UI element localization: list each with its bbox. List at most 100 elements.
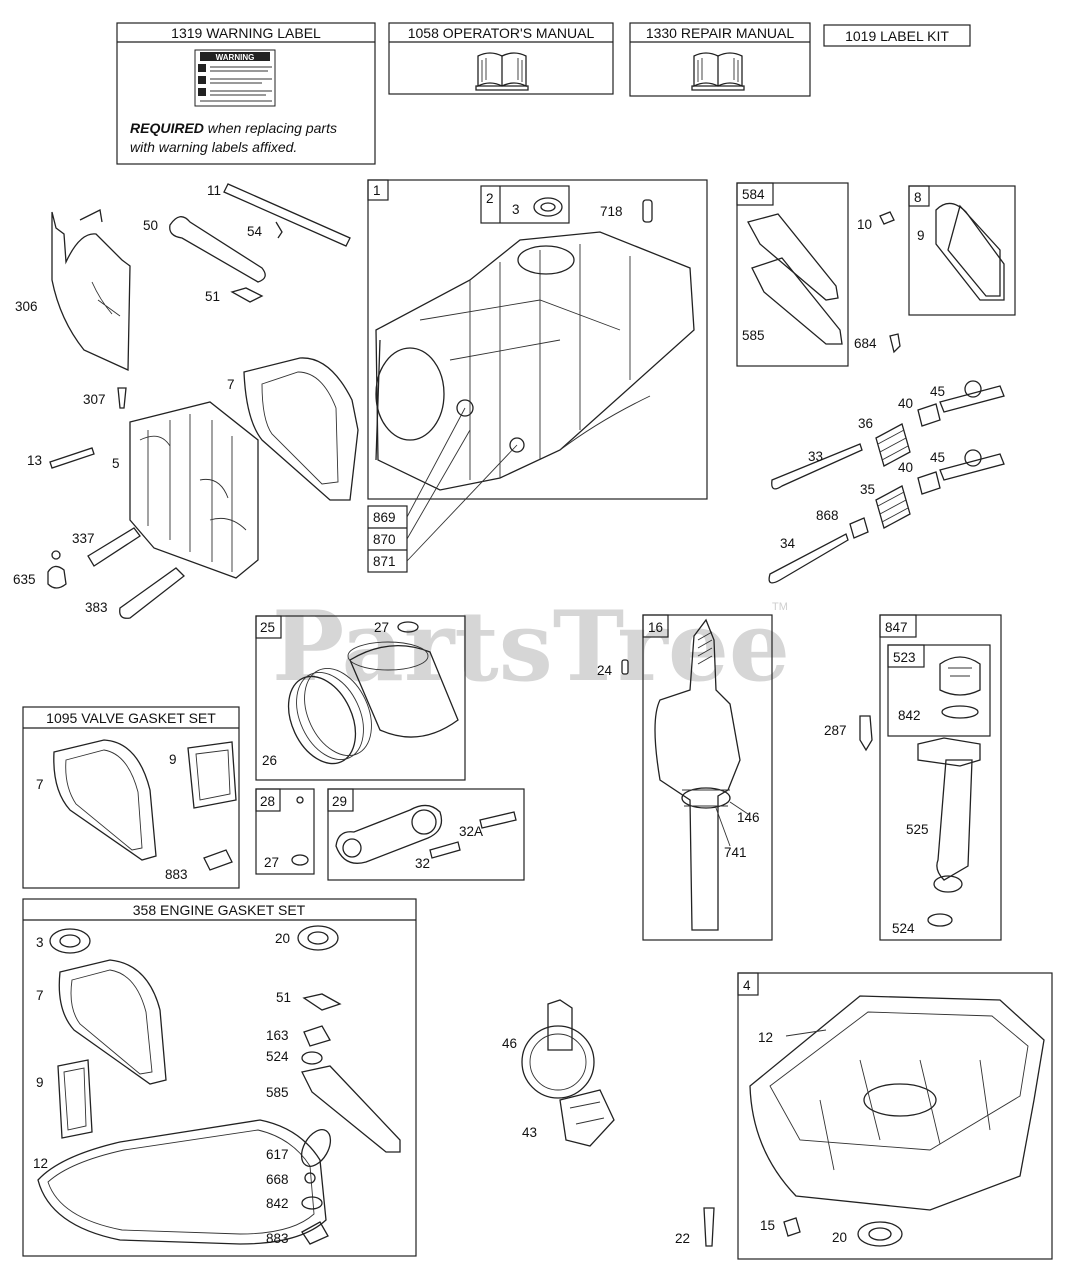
- dipstick-cap-part: [939, 656, 981, 696]
- repair-manual-box[interactable]: 1330 REPAIR MANUAL: [629, 22, 811, 97]
- callout-741: 741: [724, 845, 747, 860]
- callout-36[interactable]: 36: [858, 416, 873, 431]
- seal-868-part: [849, 517, 869, 539]
- callout-146: 146: [737, 810, 760, 825]
- head-gasket-part[interactable]: [243, 357, 359, 501]
- callout-51[interactable]: 51: [205, 289, 220, 304]
- cam-gear-part: [521, 1025, 595, 1099]
- callout-11[interactable]: 11: [207, 183, 221, 198]
- breather-tube-assembly[interactable]: [169, 183, 351, 303]
- callout-383[interactable]: 383: [85, 600, 108, 615]
- callout-287[interactable]: 287: [824, 723, 847, 738]
- callout-13[interactable]: 13: [27, 453, 42, 468]
- key-24-part[interactable]: [621, 659, 629, 675]
- callout-869[interactable]: 869: [373, 510, 396, 525]
- plug-list-box[interactable]: 869 870 871: [367, 505, 408, 573]
- valve-train-parts[interactable]: [768, 380, 1005, 584]
- cylinder-head-part[interactable]: [129, 401, 259, 579]
- callout-54[interactable]: 54: [247, 224, 263, 239]
- piston-assembly-box[interactable]: 25 27 26: [255, 615, 466, 781]
- callout-35[interactable]: 35: [860, 482, 875, 497]
- plug-cap-part[interactable]: [51, 550, 61, 560]
- callout-43[interactable]: 43: [522, 1125, 537, 1140]
- engine-gasket-set-box[interactable]: 358 ENGINE GASKET SET 3 7 9 12 20 51 163…: [22, 898, 417, 1257]
- callout-5[interactable]: 5: [112, 456, 120, 471]
- group-523-tag: 523: [893, 650, 916, 665]
- callout-40b[interactable]: 40: [898, 460, 913, 475]
- callout-46[interactable]: 46: [502, 1036, 517, 1051]
- valve-gasket-set-box[interactable]: 1095 VALVE GASKET SET 7 9 883: [22, 706, 240, 889]
- dowel-pin-part[interactable]: [642, 199, 653, 223]
- callout-718[interactable]: 718: [600, 204, 623, 219]
- oil-seal-box[interactable]: 2 3: [480, 185, 570, 224]
- callout-20-engine-set: 20: [275, 931, 290, 946]
- callout-525: 525: [906, 822, 929, 837]
- warning-note-line1: REQUIRED when replacing parts: [130, 120, 337, 136]
- callout-33[interactable]: 33: [808, 449, 823, 464]
- group-1-tag: 1: [373, 183, 381, 198]
- intake-gasket-box[interactable]: 584 585: [736, 182, 849, 367]
- oil-fill-box[interactable]: 847 523 842 525 524: [879, 614, 1002, 941]
- screw-287-part[interactable]: [859, 715, 873, 752]
- label-kit-title: 1019 LABEL KIT: [845, 28, 949, 44]
- warning-note-line2: with warning labels affixed.: [130, 139, 297, 155]
- piston-pin-lock-box[interactable]: 28 27: [255, 788, 315, 875]
- group-2-tag: 2: [486, 191, 494, 206]
- air-guide-shield-part[interactable]: [51, 209, 131, 372]
- warning-sticker-text: WARNING: [216, 53, 255, 62]
- callout-617-engine-set: 617: [266, 1147, 289, 1162]
- callout-868[interactable]: 868: [816, 508, 839, 523]
- camshaft-parts[interactable]: [521, 999, 615, 1147]
- cylinder-assembly-box[interactable]: 1: [367, 179, 708, 500]
- book-icon: [691, 52, 745, 91]
- callout-635[interactable]: 635: [13, 572, 36, 587]
- group-8-tag: 8: [914, 190, 922, 205]
- valve-cover-box[interactable]: 8 9: [908, 185, 1016, 316]
- callout-3: 3: [512, 202, 520, 217]
- callout-883-valve-set: 883: [165, 867, 188, 882]
- callout-870[interactable]: 870: [373, 532, 396, 547]
- callout-306[interactable]: 306: [15, 299, 38, 314]
- screw-684-part[interactable]: [889, 333, 901, 354]
- connecting-rod-box[interactable]: 29 32A 32: [327, 788, 525, 881]
- callout-45b[interactable]: 45: [930, 450, 945, 465]
- cylinder-block-part[interactable]: [375, 231, 695, 491]
- warning-label-box[interactable]: 1319 WARNING LABEL WARNING REQUIRED when…: [116, 22, 376, 165]
- callout-9-engine-set: 9: [36, 1075, 44, 1090]
- bolt-22-part[interactable]: [703, 1207, 715, 1247]
- screw-10-part[interactable]: [879, 211, 895, 225]
- crankshaft-box[interactable]: 16 146 741: [642, 614, 773, 941]
- callout-9: 9: [917, 228, 925, 243]
- callout-307[interactable]: 307: [83, 392, 106, 407]
- retainer-40a-part: [917, 403, 941, 427]
- engine-gasket-set-title: 358 ENGINE GASKET SET: [133, 902, 306, 918]
- callout-585-engine-set: 585: [266, 1085, 289, 1100]
- lifter-383-part[interactable]: [119, 567, 185, 619]
- callout-40a[interactable]: 40: [898, 396, 913, 411]
- group-584-tag: 584: [742, 187, 765, 202]
- screw-307-part[interactable]: [117, 387, 127, 409]
- callout-3-engine-set: 3: [36, 935, 44, 950]
- callout-45a[interactable]: 45: [930, 384, 945, 399]
- head-bolt-part[interactable]: [49, 447, 95, 469]
- callout-34[interactable]: 34: [780, 536, 796, 551]
- callout-50[interactable]: 50: [143, 218, 158, 233]
- connecting-rod-part: [335, 804, 443, 864]
- callout-32: 32: [415, 856, 430, 871]
- callout-337[interactable]: 337: [72, 531, 95, 546]
- watermark-tm: TM: [772, 601, 788, 613]
- sump-box[interactable]: 4 12 15 20: [737, 972, 1053, 1260]
- callout-10[interactable]: 10: [857, 217, 872, 232]
- callout-51-engine-set: 51: [276, 990, 291, 1005]
- spark-plug-part[interactable]: [87, 527, 141, 567]
- callout-871[interactable]: 871: [373, 554, 396, 569]
- label-kit-box[interactable]: 1019 LABEL KIT: [823, 24, 971, 47]
- callout-22[interactable]: 22: [675, 1231, 690, 1246]
- operators-manual-box[interactable]: 1058 OPERATOR'S MANUAL: [388, 22, 614, 95]
- callout-524-engine-set: 524: [266, 1049, 289, 1064]
- callout-24[interactable]: 24: [597, 663, 613, 678]
- callout-684[interactable]: 684: [854, 336, 877, 351]
- spring-35-part: [875, 485, 911, 529]
- callout-7[interactable]: 7: [227, 377, 235, 392]
- operators-manual-title: 1058 OPERATOR'S MANUAL: [408, 25, 595, 41]
